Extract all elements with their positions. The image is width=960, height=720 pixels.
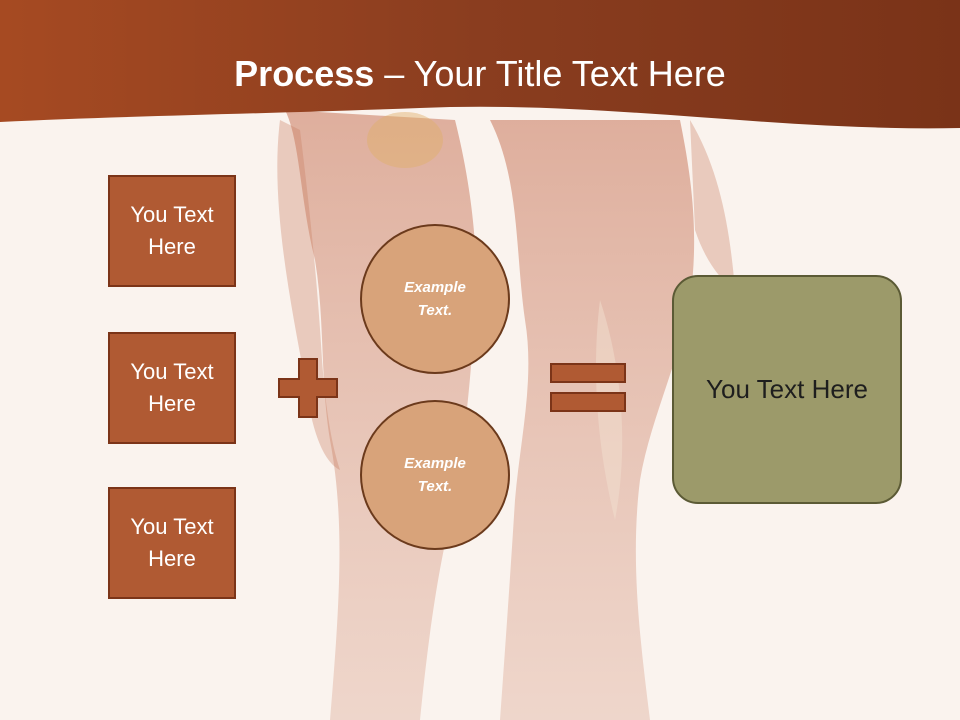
- result-box[interactable]: You Text Here: [672, 275, 902, 504]
- circle-label: Example Text.: [404, 279, 466, 319]
- left-box-label: You Text Here: [130, 202, 214, 259]
- page-title: Process – Your Title Text Here: [0, 52, 960, 96]
- circle-1[interactable]: Example Text.: [360, 224, 510, 374]
- left-box-1[interactable]: You Text Here: [108, 175, 236, 287]
- equals-bar-bottom: [550, 392, 626, 412]
- circle-label: Example Text.: [404, 455, 466, 495]
- plus-icon: [278, 358, 338, 418]
- circle-2[interactable]: Example Text.: [360, 400, 510, 550]
- equals-bar-top: [550, 363, 626, 383]
- left-box-label: You Text Here: [130, 359, 214, 416]
- left-box-label: You Text Here: [130, 514, 214, 571]
- left-box-2[interactable]: You Text Here: [108, 332, 236, 444]
- title-bold: Process: [234, 53, 375, 94]
- header-band: [0, 0, 960, 129]
- title-rest: – Your Title Text Here: [374, 53, 726, 94]
- result-label: You Text Here: [706, 374, 868, 404]
- left-box-3[interactable]: You Text Here: [108, 487, 236, 599]
